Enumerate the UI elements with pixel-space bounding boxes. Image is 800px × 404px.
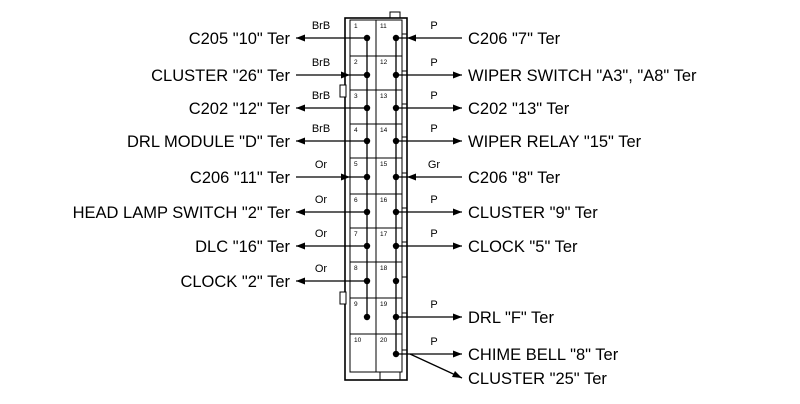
circuit-label: C206 "11" Ter [190,169,291,187]
left-circuit: C205 "10" Ter BrB [189,20,367,48]
wire-color-code: Gr [428,159,441,171]
wire-color-code: BrB [312,90,330,102]
right-circuit: CHIME BELL "8" Ter P [396,336,619,364]
arrow-head [453,104,462,112]
pin-number-left: 8 [354,265,358,272]
pin-number-left: 9 [354,301,358,308]
arrow-head [407,34,416,42]
right-circuit: C202 "13" Ter P [396,90,570,118]
arrow-head [453,350,462,358]
wire-color-code: P [430,228,437,240]
arrow-head [296,242,305,250]
circuit-label: C205 "10" Ter [189,30,291,48]
pin-number-right: 18 [380,265,388,272]
pin-number-right: 16 [380,197,388,204]
wire-color-code: BrB [312,57,330,69]
arrow-head [453,242,462,250]
circuit-label: DLC "16" Ter [195,238,290,256]
wire-color-code: BrB [312,20,330,32]
wire-color-code: Or [315,228,328,240]
arrow-head [453,137,462,145]
wire-color-code: P [430,299,437,311]
pin-number-right: 13 [380,93,388,100]
arrow-head [453,71,462,79]
right-circuit: DRL "F" Ter P [396,299,554,327]
arrow-head [452,371,462,378]
connector-body [339,11,408,381]
arrow-head [407,173,416,181]
wire-color-code: P [430,57,437,69]
arrow-head [296,137,305,145]
wire-line [409,353,463,379]
pin-number-right: 14 [380,127,388,134]
left-circuit: DRL MODULE "D" Ter BrB [127,123,367,151]
right-circuit: CLUSTER "25" Ter [409,353,607,388]
pin-number-right: 12 [380,59,388,66]
circuit-label: WIPER RELAY "15" Ter [468,133,642,151]
wire-color-code: Or [315,194,328,206]
pin-number-right: 11 [380,23,387,30]
circuit-label: CHIME BELL "8" Ter [468,346,619,364]
arrow-head [296,277,305,285]
pin-number-right: 15 [380,161,388,168]
left-circuit: HEAD LAMP SWITCH "2" Ter Or [73,194,367,222]
circuit-label: HEAD LAMP SWITCH "2" Ter [73,204,291,222]
pin-number-left: 7 [354,231,358,238]
pin-number-right: 19 [380,301,388,308]
left-circuit: C202 "12" Ter BrB [189,90,367,118]
circuit-label: DRL MODULE "D" Ter [127,133,290,151]
circuit-label: WIPER SWITCH "A3", "A8" Ter [468,67,697,85]
pin-number-right: 20 [380,337,388,344]
arrow-head [296,34,305,42]
pin-number-left: 3 [354,93,358,100]
wire-color-code: Or [315,159,328,171]
wire-color-code: BrB [312,123,330,135]
wire-color-code: P [430,20,437,32]
right-circuit: WIPER SWITCH "A3", "A8" Ter P [396,57,697,85]
right-circuit: CLUSTER "9" Ter P [396,194,598,222]
left-circuit: CLOCK "2" Ter Or [180,263,367,291]
wire-color-code: P [430,194,437,206]
pin-number-right: 17 [380,231,388,238]
arrow-head [341,71,350,79]
wire-color-code: Or [315,263,328,275]
arrow-head [453,313,462,321]
circuit-label: C206 "8" Ter [468,169,561,187]
left-circuit: CLUSTER "26" Ter BrB [151,57,367,85]
wire-color-code: P [430,123,437,135]
circuit-label: DRL "F" Ter [468,309,554,327]
pin-number-left: 2 [354,59,358,66]
wire-color-code: P [430,90,437,102]
circuit-label: C202 "12" Ter [189,100,291,118]
left-circuit: C206 "11" Ter Or [190,159,367,187]
right-circuit: CLOCK "5" Ter P [396,228,578,256]
pin-dot-left [363,313,371,321]
pin-number-left: 10 [354,337,362,344]
circuit-label: CLOCK "2" Ter [180,273,290,291]
wire-color-code: P [430,336,437,348]
arrow-head [296,104,305,112]
pin-number-left: 5 [354,161,358,168]
right-circuit: WIPER RELAY "15" Ter P [396,123,642,151]
circuit-label: CLUSTER "9" Ter [468,204,598,222]
circuit-label: CLOCK "5" Ter [468,238,578,256]
pin-number-left: 1 [354,23,358,30]
arrow-head [296,208,305,216]
circuit-label: C206 "7" Ter [468,30,561,48]
arrow-head [341,173,350,181]
circuit-label: CLUSTER "25" Ter [468,370,607,388]
circuit-label: CLUSTER "26" Ter [151,67,290,85]
pin-number-left: 6 [354,197,358,204]
pin-dot-right [392,277,400,285]
arrow-head [453,208,462,216]
right-circuit: C206 "7" Ter P [396,20,561,48]
pin-number-left: 4 [354,127,358,134]
right-circuit: C206 "8" Ter Gr [396,159,561,187]
left-circuit: DLC "16" Ter Or [195,228,367,256]
circuit-label: C202 "13" Ter [468,100,570,118]
